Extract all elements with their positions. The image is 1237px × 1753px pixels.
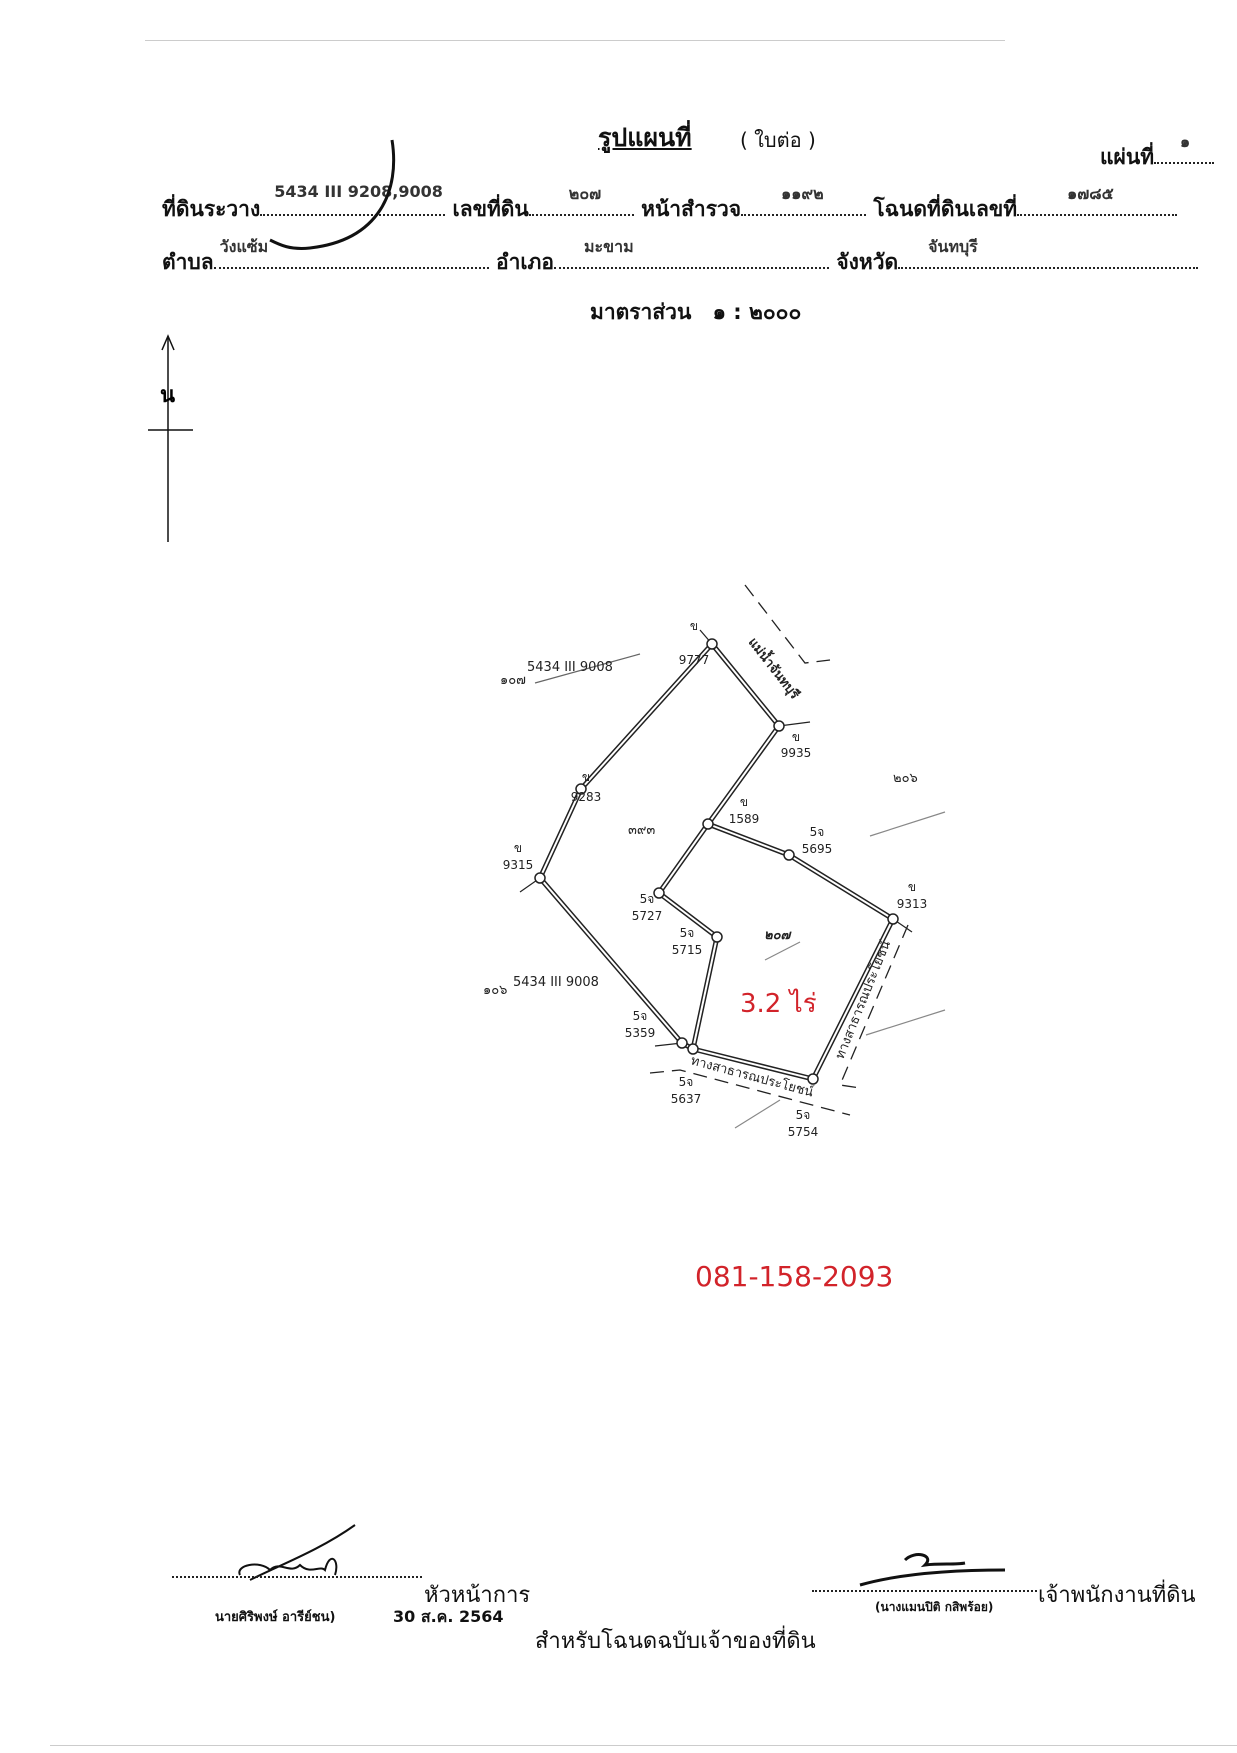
sheet-label: แผ่นที่ bbox=[1100, 145, 1155, 169]
marker-num: 5754 bbox=[788, 1125, 819, 1139]
parcel-207: ๒๐๗ bbox=[764, 928, 793, 943]
marker-5727 bbox=[653, 887, 665, 899]
marker-labels: ข 9777 ข 9935 ข 9283 ข 9315 ข 1589 5จ 56… bbox=[503, 619, 928, 1139]
marker-9935 bbox=[773, 720, 785, 732]
marker-code: 5จ bbox=[810, 825, 825, 839]
between-label: ที่ดินระวาง bbox=[162, 197, 261, 221]
marker-num: 5637 bbox=[671, 1092, 702, 1106]
marker-code: ข bbox=[740, 795, 748, 809]
marker-code: ข bbox=[514, 841, 522, 855]
marker-code: 5จ bbox=[680, 926, 695, 940]
deed-label: โฉนดที่ดินเลขที่ bbox=[873, 197, 1018, 221]
subdistrict-value: วังแซ้ม bbox=[219, 237, 269, 256]
marker-code: ข bbox=[582, 770, 590, 784]
marker-code: 5จ bbox=[796, 1108, 811, 1122]
scale: มาตราส่วน ๑ : ๒๐๐๐ bbox=[590, 296, 801, 329]
marker-1589 bbox=[702, 818, 714, 830]
marker-5637 bbox=[687, 1043, 699, 1055]
north-arrow-icon: น bbox=[148, 334, 193, 542]
deed-value: ๑๗๘๕ bbox=[1067, 184, 1114, 203]
officer-signature bbox=[859, 1553, 1006, 1587]
sheet-value: ๑ bbox=[1180, 132, 1191, 151]
top-rule bbox=[145, 40, 1005, 41]
sheet-ref-top: 5434 III 9008 bbox=[527, 660, 613, 675]
marker-num: 9315 bbox=[503, 858, 534, 872]
subdistrict-label: ตำบล bbox=[162, 250, 214, 274]
marker-code: ข bbox=[690, 619, 698, 633]
marker-num: 9283 bbox=[571, 790, 602, 804]
chief-signature bbox=[238, 1524, 356, 1581]
parcel-labels: ๓๙๓ ๒๐๗ ๒๐๖ ๑๐๗ ๑๐๖ 5434 III 9008 5434 I… bbox=[483, 633, 918, 1101]
scale-value: ๑ : ๒๐๐๐ bbox=[712, 300, 802, 324]
officer-name: (นางแมนปิติ กสิพร้อย) bbox=[875, 1600, 994, 1614]
marker-num: 1589 bbox=[729, 812, 760, 826]
field-row-2: ตำบล วังแซ้ม อำเภอ มะขาม จังหวัด จันทบุรี bbox=[162, 237, 1199, 279]
boundary-line bbox=[692, 821, 897, 1082]
public-road-label: ทางสาธารณประโยชน์ bbox=[832, 938, 894, 1061]
between-value: 5434 III 9208,9008 bbox=[274, 182, 443, 201]
parcel-106: ๑๐๖ bbox=[483, 983, 507, 998]
scale-label: มาตราส่วน bbox=[590, 300, 692, 324]
parcel-107: ๑๐๗ bbox=[500, 673, 526, 688]
parcel-boundaries bbox=[537, 642, 897, 1082]
sheet-ref-bottom: 5434 III 9008 bbox=[513, 975, 599, 990]
boundary-markers bbox=[534, 638, 899, 1085]
date-stamp: 30 ส.ค. 2564 bbox=[393, 1607, 504, 1626]
province-value: จันทบุรี bbox=[928, 237, 978, 256]
marker-9777 bbox=[706, 638, 718, 650]
marker-num: 5695 bbox=[802, 842, 833, 856]
copy-note: สำหรับโฉนดฉบับเจ้าของที่ดิน bbox=[535, 1629, 816, 1654]
page-title: รูปแผนที่ bbox=[598, 123, 692, 152]
marker-num: 9935 bbox=[781, 746, 812, 760]
district-label: อำเภอ bbox=[495, 250, 554, 274]
chief-title: หัวหน้าการ bbox=[424, 1583, 531, 1608]
parcel-193: ๓๙๓ bbox=[628, 823, 655, 838]
marker-num: 5727 bbox=[632, 909, 663, 923]
marker-code: ข bbox=[908, 880, 916, 894]
survey-page-label: หน้าสำรวจ bbox=[641, 197, 742, 221]
parcel-value: ๒๐๗ bbox=[568, 184, 602, 203]
field-row-1: ที่ดินระวาง 5434 III 9208,9008 เลขที่ดิน ๒… bbox=[162, 182, 1178, 226]
marker-9313 bbox=[887, 913, 899, 925]
parcel-label: เลขที่ดิน bbox=[452, 197, 529, 221]
phone-number: 081-158-2093 bbox=[695, 1260, 893, 1293]
marker-num: 9777 bbox=[679, 653, 710, 667]
officer-title: เจ้าพนักงานที่ดิน bbox=[1038, 1583, 1196, 1608]
marker-code: 5จ bbox=[640, 892, 655, 906]
marker-code: 5จ bbox=[633, 1009, 648, 1023]
parcel-206: ๒๐๖ bbox=[893, 771, 918, 786]
page-subtitle: ( ใบต่อ ) bbox=[740, 128, 816, 152]
marker-code: ข bbox=[792, 730, 800, 744]
north-label: น bbox=[160, 383, 175, 408]
marker-code: 5จ bbox=[679, 1075, 694, 1089]
marker-5695 bbox=[783, 849, 795, 861]
marker-5359 bbox=[676, 1037, 688, 1049]
marker-9283 bbox=[575, 783, 587, 795]
province-label: จังหวัด bbox=[836, 250, 899, 274]
marker-num: 9313 bbox=[897, 897, 928, 911]
district-value: มะขาม bbox=[584, 237, 634, 256]
marker-num: 5359 bbox=[625, 1026, 656, 1040]
area-note: 3.2 ไร่ bbox=[740, 988, 817, 1019]
bottom-rule bbox=[50, 1745, 1237, 1746]
survey-page-value: ๑๑๙๒ bbox=[781, 184, 824, 203]
officer-signature-line bbox=[812, 1590, 1037, 1592]
marker-9315 bbox=[534, 872, 546, 884]
marker-num: 5715 bbox=[672, 943, 703, 957]
marker-5715 bbox=[711, 931, 723, 943]
sheet-number: แผ่นที่ ๑ bbox=[1100, 132, 1215, 174]
stamp-mark bbox=[269, 139, 396, 250]
dashed-boundaries bbox=[649, 584, 909, 1116]
chief-signature-line bbox=[172, 1576, 422, 1578]
marker-5754 bbox=[807, 1073, 819, 1085]
chief-name: นายศิริพงษ์ อารีย์ชน) bbox=[215, 1610, 336, 1625]
